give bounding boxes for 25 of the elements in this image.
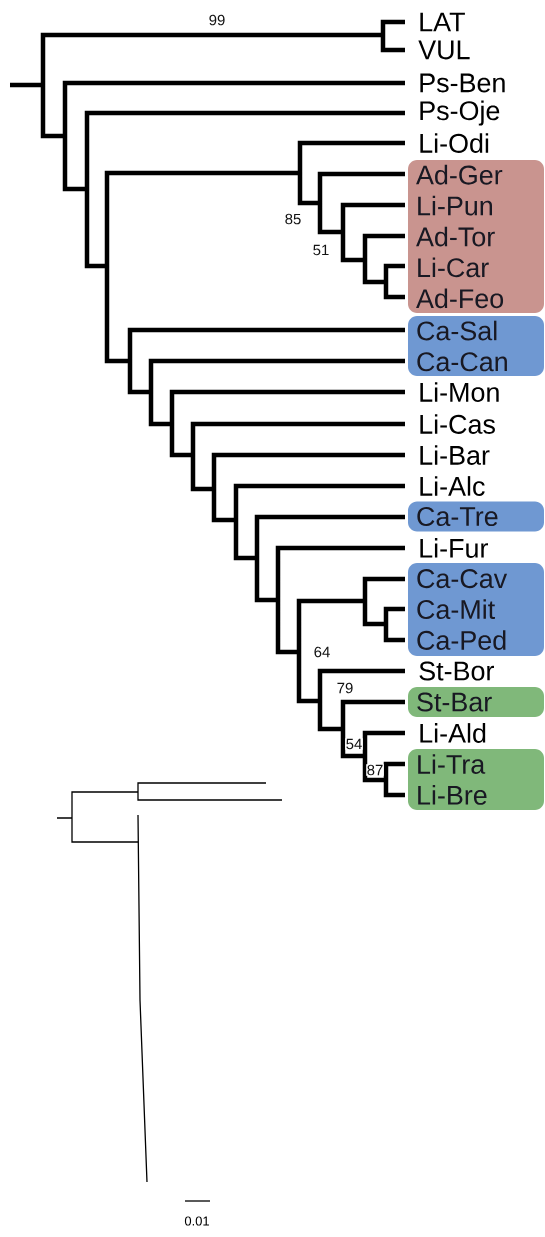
taxon-label: Li-Mon [420,382,499,402]
taxon-label: Li-Fur [420,538,488,558]
bootstrap-value: 51 [312,244,330,256]
bootstrap-value: 99 [208,14,226,26]
taxon-label: LAT [420,12,465,32]
taxon-label: Li-Alc [420,476,485,496]
clade-highlight: Ca-Sal Ca-Can [408,316,544,376]
taxon-label: VUL [418,40,470,60]
taxon-label: St-Bor [419,661,494,681]
bootstrap-value: 54 [345,738,363,750]
taxon-label: Ps-Ben [420,73,505,93]
clade-highlight: St-Bar [408,687,544,717]
clade-highlight: Ca-Cav Ca-Mit Ca-Ped [408,563,544,656]
clade-highlight: Li-Tra Li-Bre [408,749,544,810]
taxon-label: Li-Ald [420,723,486,743]
taxon-label: Li-Cas [420,414,495,434]
clade-highlight: Ca-Tre [408,501,544,532]
bootstrap-value: 87 [366,764,384,776]
taxon-label: Li-Bar [420,445,490,465]
bootstrap-value: 64 [313,646,331,658]
clade-highlight: Ad-Ger Li-Pun Ad-Tor Li-Car Ad-Feo [408,160,544,313]
taxon-label: Ps-Oje [420,100,500,126]
bootstrap-value: 79 [336,682,354,694]
scale-label: 0.01 [184,1216,209,1226]
bootstrap-value: 85 [284,213,302,225]
